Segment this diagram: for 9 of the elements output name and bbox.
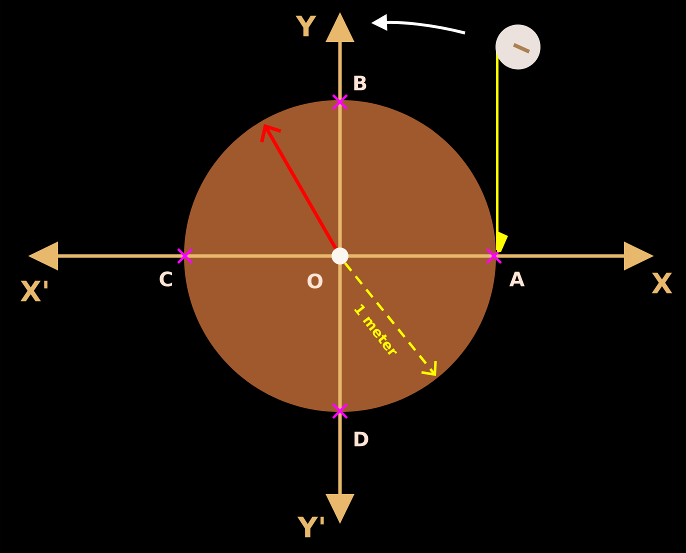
axis-label: Y' [297, 516, 324, 538]
point-label: C [160, 271, 172, 287]
point-label: B [354, 76, 366, 90]
point-label: O [308, 273, 322, 289]
point-label: A [509, 272, 525, 286]
point-label: D [354, 432, 368, 446]
axis-label: Y [296, 16, 316, 36]
axis-label: X' [20, 280, 48, 302]
axis-label: X [652, 272, 672, 294]
